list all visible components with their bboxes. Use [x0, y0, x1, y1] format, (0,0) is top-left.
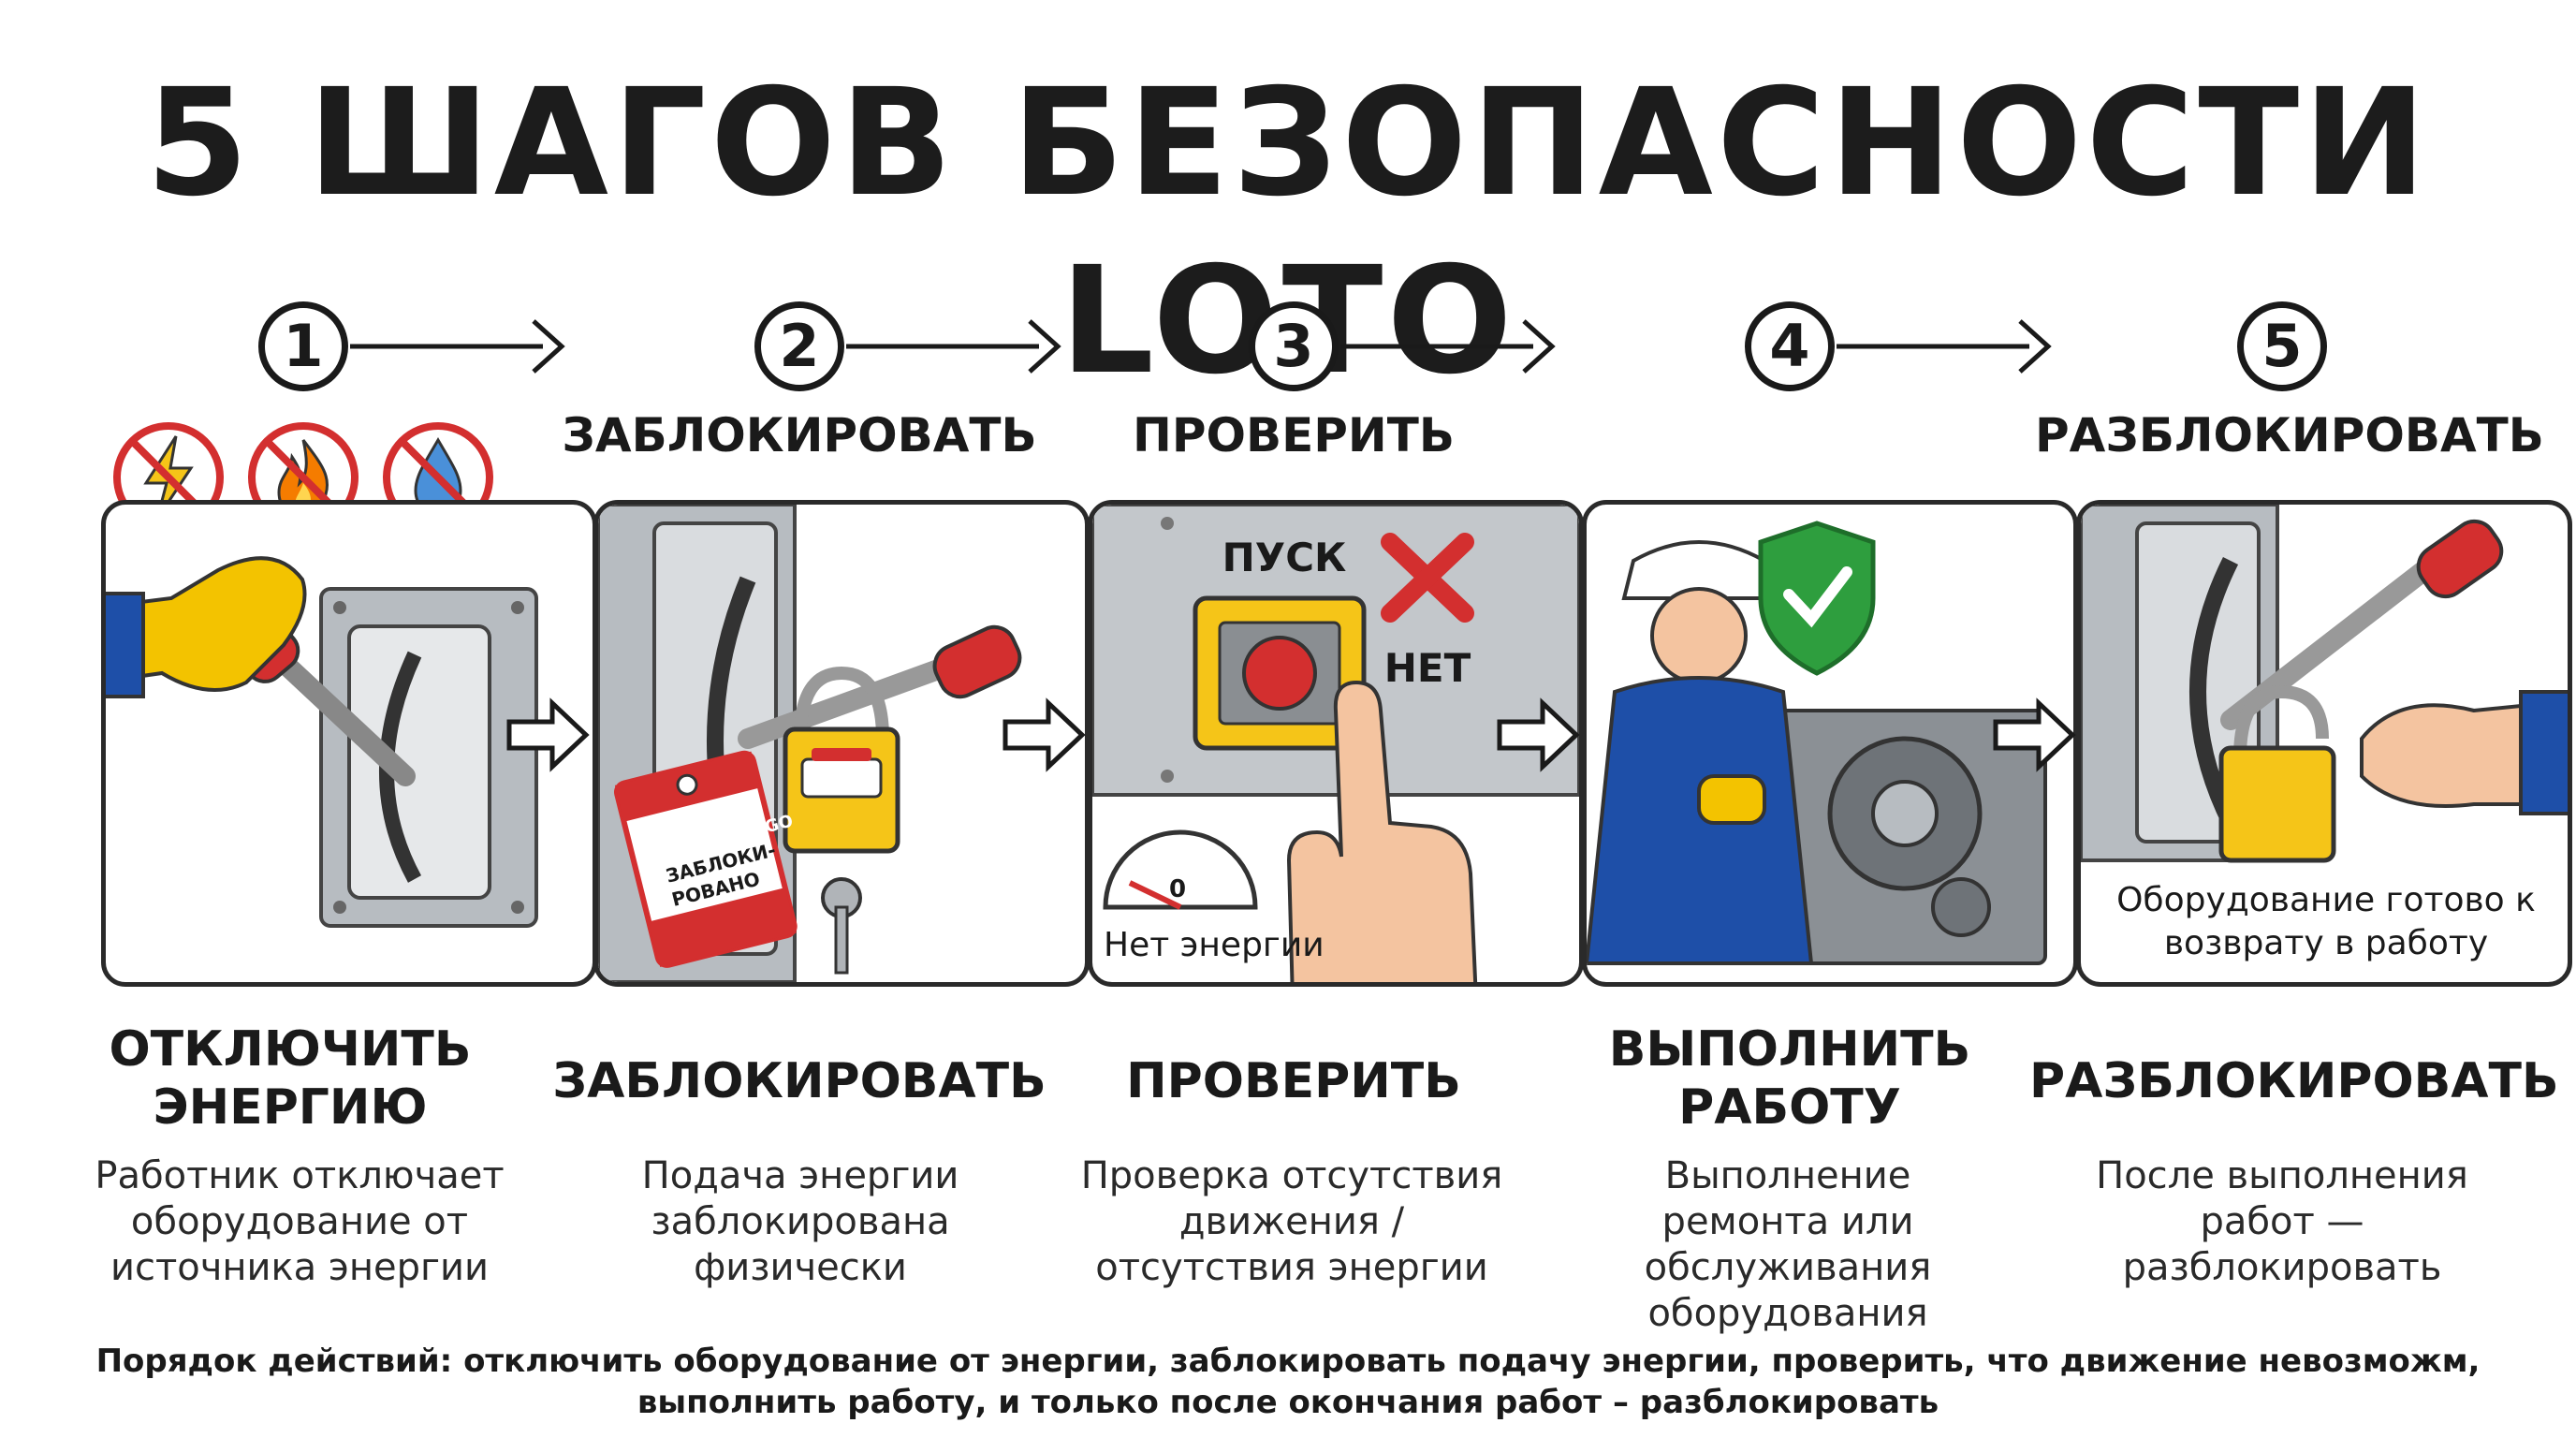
ready-caption: Оборудование готово к возврату в работу [2116, 881, 2536, 962]
step-number-4: 4 [1745, 301, 1835, 391]
no-label: НЕТ [1383, 645, 1471, 691]
perform-work-illustration [1587, 521, 2047, 965]
step-5-description: После выполнения работ — разблокировать [2096, 1154, 2468, 1289]
footer-line-2: выполнить работу, и только после окончан… [637, 1384, 1939, 1421]
step-number-5: 5 [2237, 301, 2327, 391]
step-3-panel: ПУСК НЕТ 0 Нет энергии [1088, 500, 1584, 987]
step-5-panel: Оборудование готово к возврату в работу [2076, 500, 2572, 987]
footer-line-1: Порядок действий: отключить оборудование… [95, 1343, 2481, 1380]
step-number-2: 2 [754, 301, 844, 391]
arrow-right-icon [1003, 697, 1086, 772]
verify-illustration [1092, 505, 1579, 982]
step-5-header: РАЗБЛОКИРОВАТЬ [2035, 408, 2544, 462]
arrow-right-icon [846, 319, 1061, 374]
step-4-description: Выполнение ремонта или обслуживания обор… [1644, 1154, 1932, 1335]
unlock-illustration [2081, 505, 2568, 863]
arrow-right-icon [506, 697, 590, 772]
step-1-label: ОТКЛЮЧИТЬ ЭНЕРГИЮ [109, 1021, 472, 1136]
step-2-description: Подача энергии заблокирована физически [641, 1154, 959, 1289]
gauge-value: 0 [1169, 875, 1187, 903]
step-5-label: РАЗБЛОКИРОВАТЬ [2029, 1053, 2559, 1109]
arrow-right-icon [1497, 697, 1580, 772]
lockout-illustration [598, 505, 1022, 982]
step-4-label: ВЫПОЛНИТЬ РАБОТУ [1608, 1021, 1971, 1136]
arrow-right-icon [350, 319, 565, 374]
step-number-3: 3 [1249, 301, 1339, 391]
switch-off-illustration [106, 556, 538, 928]
step-2-label: ЗАБЛОКИРОВАТЬ [552, 1053, 1046, 1109]
start-label: ПУСК [1222, 535, 1347, 580]
arrow-right-icon [1837, 319, 2052, 374]
arrow-right-icon [1340, 319, 1556, 374]
step-3-label: ПРОВЕРИТЬ [1126, 1053, 1461, 1109]
step-2-header: ЗАБЛОКИРОВАТЬ [562, 408, 1037, 462]
step-3-header: ПРОВЕРИТЬ [1133, 408, 1455, 462]
gauge-caption: Нет энергии [1104, 926, 1325, 964]
step-number-1: 1 [258, 301, 348, 391]
step-1-description: Работник отключает оборудование от источ… [95, 1154, 505, 1289]
arrow-right-icon [1993, 697, 2076, 772]
step-3-description: Проверка отсутствия движения / отсутстви… [1080, 1154, 1503, 1289]
step-2-panel: HANDGO ЗАБЛОКИ- РОВАНО [593, 500, 1090, 987]
